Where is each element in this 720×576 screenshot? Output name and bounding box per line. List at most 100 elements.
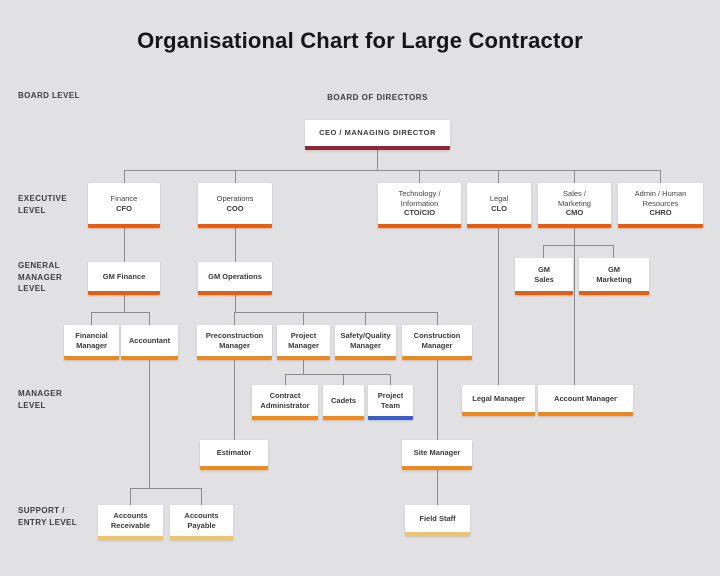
connector (437, 360, 438, 440)
connector (574, 228, 575, 385)
node-label: Admin / Human Resources (634, 188, 687, 208)
node-accounts-payable: Accounts Payable (170, 505, 233, 540)
node-account-manager: Account Manager (538, 385, 633, 416)
connector (130, 488, 131, 505)
level-label-board: BOARD LEVEL (18, 91, 80, 100)
node-label: COO (226, 203, 244, 213)
node-label: CHRO (649, 208, 672, 218)
connector (124, 170, 125, 183)
node-financial-manager: Financial Manager (64, 325, 119, 360)
node-label: Preconstruction Manager (205, 330, 264, 350)
connector (91, 312, 92, 325)
node-legal-manager: Legal Manager (462, 385, 535, 416)
connector (437, 312, 438, 325)
connector (235, 295, 236, 312)
connector (574, 170, 575, 183)
node-contract-administrator: Contract Administrator (252, 385, 318, 420)
connector (235, 228, 236, 262)
node-ceo-managing-director: CEO / MANAGING DIRECTOR (305, 120, 450, 150)
node-project-manager: Project Manager (277, 325, 330, 360)
level-label-manager: MANAGER LEVEL (18, 389, 63, 410)
node-label: Sales / Marketing (558, 188, 591, 208)
node-accounts-receivable: Accounts Receivable (98, 505, 163, 540)
node-gm-operations: GM Operations (198, 262, 272, 295)
node-label: Financial Manager (75, 330, 108, 350)
node-field-staff: Field Staff (405, 505, 470, 536)
node-label: Accounts Receivable (110, 510, 151, 530)
connector (149, 360, 150, 488)
connector (234, 360, 235, 440)
node-project-team: Project Team (368, 385, 413, 420)
connector (124, 170, 661, 171)
node-construction-manager: Construction Manager (402, 325, 472, 360)
node-label: Accounts Payable (184, 510, 219, 530)
node-preconstruction-manager: Preconstruction Manager (197, 325, 272, 360)
node-estimator: Estimator (200, 440, 268, 470)
node-label: Estimator (216, 448, 252, 458)
node-accountant: Accountant (121, 325, 178, 360)
connector (390, 374, 391, 385)
node-label: GM Operations (208, 271, 262, 281)
node-site-manager: Site Manager (402, 440, 472, 470)
node-label: GM Finance (102, 271, 146, 281)
node-gm-marketing: GM Marketing (579, 258, 649, 295)
connector (498, 228, 499, 385)
node-gm-sales: GM Sales (515, 258, 573, 295)
node-cadets: Cadets (323, 385, 364, 420)
node-label: CTO/CIO (403, 208, 436, 218)
node-label: Operations (216, 193, 254, 203)
connector (235, 170, 236, 183)
node-label: Contract Administrator (260, 390, 310, 410)
node-label: Account Manager (554, 393, 617, 403)
node-label: CMO (565, 208, 584, 218)
node-label: Field Staff (419, 513, 456, 523)
connector (498, 170, 499, 183)
node-label: Legal (489, 193, 509, 203)
connector (285, 374, 286, 385)
node-label: Project Manager (288, 330, 319, 350)
node-label: Technology / Information (398, 188, 441, 208)
connector (303, 360, 304, 374)
node-label: Finance (110, 193, 138, 203)
node-label: Cadets (330, 395, 356, 405)
connector (613, 245, 614, 258)
connector (285, 374, 391, 375)
connector (149, 312, 150, 325)
node-label: GM Marketing (596, 264, 632, 284)
connector (234, 312, 438, 313)
level-label-general-manager: GENERAL MANAGER LEVEL (18, 261, 63, 294)
node-admin-hr-chro: Admin / Human Resources CHRO (618, 183, 703, 228)
node-label: Accountant (128, 335, 171, 345)
connector (124, 295, 125, 312)
connector (543, 245, 614, 246)
node-technology-cto-cio: Technology / Information CTO/CIO (378, 183, 461, 228)
node-legal-clo: Legal CLO (467, 183, 531, 228)
node-label: GM Sales (534, 264, 554, 284)
node-label: Legal Manager (472, 393, 525, 403)
connector (91, 312, 150, 313)
node-gm-finance: GM Finance (88, 262, 160, 295)
connector (437, 470, 438, 505)
connector (660, 170, 661, 183)
connector (124, 228, 125, 262)
node-label: Construction Manager (413, 330, 461, 350)
connector (365, 312, 366, 325)
connector (419, 170, 420, 183)
node-label: CEO / MANAGING DIRECTOR (319, 128, 436, 138)
connector (130, 488, 202, 489)
connector (377, 150, 378, 170)
node-sales-marketing-cmo: Sales / Marketing CMO (538, 183, 611, 228)
node-label: Safety/Quality Manager (340, 330, 391, 350)
connector (543, 245, 544, 258)
node-label: CFO (116, 203, 132, 213)
node-label: Site Manager (413, 448, 461, 458)
node-finance-cfo: Finance CFO (88, 183, 160, 228)
level-label-executive: EXECUTIVE LEVEL (18, 194, 67, 215)
connector (201, 488, 202, 505)
connector (303, 312, 304, 325)
node-safety-quality-manager: Safety/Quality Manager (335, 325, 396, 360)
connector (343, 374, 344, 385)
level-label-support: SUPPORT / ENTRY LEVEL (18, 506, 78, 527)
node-label: CLO (491, 203, 507, 213)
